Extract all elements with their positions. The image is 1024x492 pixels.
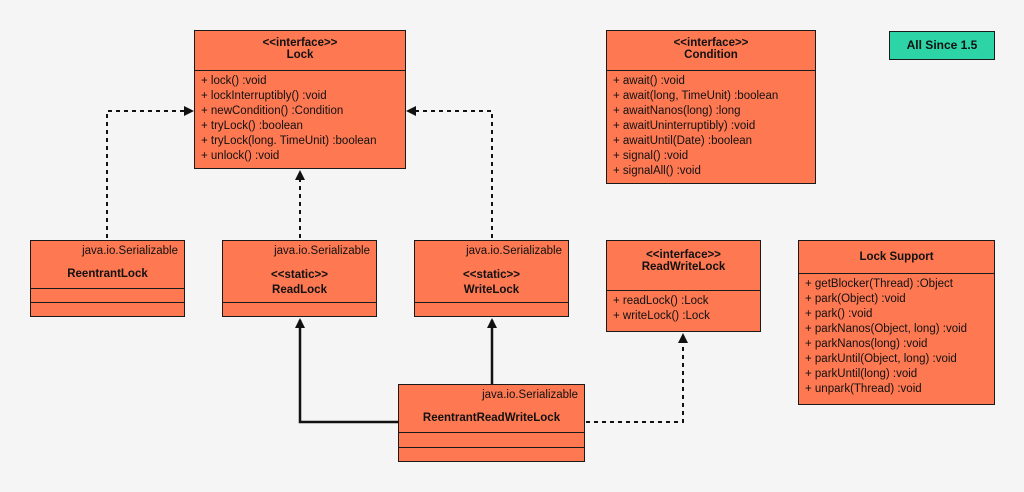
class-name: ReadWriteLock bbox=[641, 261, 726, 273]
edge-writelock-lock bbox=[406, 106, 493, 238]
class-condition: <<interface>> Condition + await() :void … bbox=[606, 30, 816, 184]
implements-label: java.io.Serializable bbox=[482, 389, 578, 401]
method-list: + lock() :void + lockInterruptibly() :vo… bbox=[195, 71, 405, 164]
method: + getBlocker(Thread) :Object bbox=[805, 278, 953, 290]
method: + unlock() :void bbox=[201, 150, 280, 162]
class-header: <<interface>> Lock bbox=[195, 31, 405, 71]
class-reentrantlock: java.io.Serializable ReentrantLock bbox=[30, 240, 185, 317]
attribute-compartment bbox=[31, 289, 184, 303]
class-lock: <<interface>> Lock + lock() :void + lock… bbox=[194, 30, 406, 169]
implements-label: java.io.Serializable bbox=[82, 245, 178, 257]
implements-label: java.io.Serializable bbox=[274, 245, 370, 257]
class-name: ReentrantLock bbox=[67, 268, 148, 280]
implements-label: java.io.Serializable bbox=[466, 245, 562, 257]
edge-rrwl-readwritelock bbox=[586, 333, 688, 423]
class-name: ReentrantReadWriteLock bbox=[422, 412, 561, 424]
method: + awaitUninterruptibly) :void bbox=[613, 120, 756, 132]
method: + lockInterruptibly() :void bbox=[201, 90, 327, 102]
class-name: WriteLock bbox=[463, 284, 520, 296]
method-list: + readLock() :Lock + writeLock() :Lock bbox=[607, 291, 760, 324]
edge-rrwl-readlock bbox=[295, 318, 398, 424]
stereotype-label: <<interface>> bbox=[673, 37, 749, 49]
method: + awaitNanos(long) :long bbox=[613, 105, 741, 117]
method: + parkUntil(long) :void bbox=[805, 368, 918, 380]
method-list: + getBlocker(Thread) :Object + park(Obje… bbox=[799, 274, 994, 397]
method: + tryLock(long. TimeUnit) :boolean bbox=[201, 135, 377, 147]
class-writelock: java.io.Serializable <<static>> WriteLoc… bbox=[414, 240, 569, 317]
stereotype-label: <<static>> bbox=[271, 269, 328, 281]
attribute-compartment bbox=[399, 433, 584, 448]
class-header: <<interface>> Condition bbox=[607, 31, 815, 71]
class-readwritelock: <<interface>> ReadWriteLock + readLock()… bbox=[606, 240, 761, 332]
method-list: + await() :void + await(long, TimeUnit) … bbox=[607, 71, 815, 179]
class-readlock: java.io.Serializable <<static>> ReadLock bbox=[222, 240, 377, 317]
class-header: <<interface>> ReadWriteLock bbox=[607, 241, 760, 291]
method: + writeLock() :Lock bbox=[613, 310, 710, 322]
method: + parkNanos(Object, long) :void bbox=[805, 323, 968, 335]
class-name: Lock Support bbox=[859, 251, 934, 263]
method: + parkNanos(long) :void bbox=[805, 338, 928, 350]
edge-reentrantlock-lock bbox=[106, 106, 194, 238]
class-name: ReadLock bbox=[272, 284, 327, 296]
class-header: Lock Support bbox=[799, 241, 994, 274]
method: + parkUntil(Object, long) :void bbox=[805, 353, 957, 365]
method: + lock() :void bbox=[201, 75, 267, 87]
method: + park(Object) :void bbox=[805, 293, 906, 305]
class-header: java.io.Serializable ReentrantLock bbox=[31, 241, 184, 289]
method: + tryLock() :boolean bbox=[201, 120, 303, 132]
stereotype-label: <<interface>> bbox=[262, 37, 338, 49]
method: + unpark(Thread) :void bbox=[805, 383, 922, 395]
class-header: java.io.Serializable ReentrantReadWriteL… bbox=[399, 385, 584, 433]
method: + newCondition() :Condition bbox=[201, 105, 344, 117]
class-header: java.io.Serializable <<static>> WriteLoc… bbox=[415, 241, 568, 303]
class-name: Lock bbox=[286, 49, 314, 61]
class-name: Condition bbox=[684, 49, 738, 61]
class-reentrantreadwritelock: java.io.Serializable ReentrantReadWriteL… bbox=[398, 384, 585, 462]
stereotype-label: <<static>> bbox=[463, 269, 520, 281]
version-badge: All Since 1.5 bbox=[889, 31, 995, 60]
method: + signal() :void bbox=[613, 150, 689, 162]
method: + await(long, TimeUnit) :boolean bbox=[613, 90, 779, 102]
method: + await() :void bbox=[613, 75, 685, 87]
method: + signalAll() :void bbox=[613, 165, 701, 177]
stereotype-label: <<interface>> bbox=[646, 249, 721, 261]
method: + park() :void bbox=[805, 308, 873, 320]
class-header: java.io.Serializable <<static>> ReadLock bbox=[223, 241, 376, 303]
method: + awaitUntil(Date) :boolean bbox=[613, 135, 753, 147]
method: + readLock() :Lock bbox=[613, 295, 709, 307]
class-locksupport: Lock Support + getBlocker(Thread) :Objec… bbox=[798, 240, 995, 405]
